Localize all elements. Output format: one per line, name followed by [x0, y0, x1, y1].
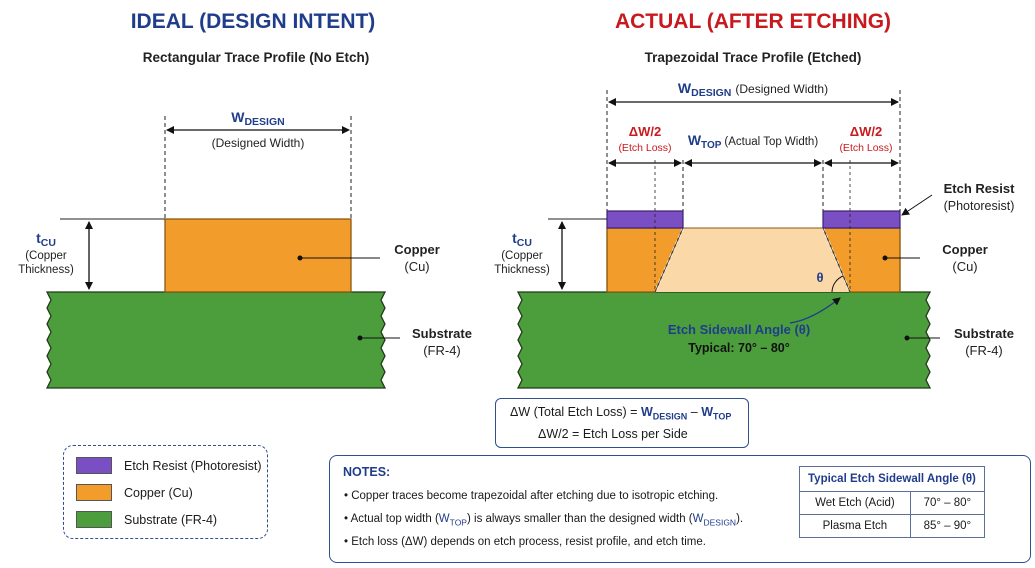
actual-sidewall-label-1: Etch Sidewall Angle (θ)	[668, 322, 810, 337]
legend-swatch-resist	[76, 457, 112, 474]
ideal-thickness-label: tCU	[36, 230, 56, 249]
ideal-copper-trace	[164, 218, 352, 293]
actual-width-label: WDESIGN(Designed Width)	[678, 80, 828, 99]
formula-minus: –	[687, 405, 702, 419]
actual-sidewall-right-edge	[822, 227, 851, 293]
etch-loss-formula-line-2: ΔW/2 = Etch Loss per Side	[538, 427, 688, 441]
ideal-title: IDEAL (DESIGN INTENT)	[131, 10, 376, 33]
actual-substrate	[516, 291, 932, 389]
table-cell-angle: 70° – 80°	[909, 491, 985, 515]
actual-substrate-label-2: (FR-4)	[965, 343, 1003, 358]
table-header-row: Typical Etch Sidewall Angle (θ)	[799, 466, 985, 492]
actual-thickness-desc-1: (Copper	[501, 250, 543, 262]
actual-resist-label-1: Etch Resist	[944, 181, 1015, 196]
actual-dw2-right-label: ΔW/2	[850, 124, 882, 139]
ideal-copper-label-2: (Cu)	[404, 259, 429, 274]
actual-substrate-callout-dot	[904, 335, 910, 341]
actual-copper-callout-dot	[882, 255, 888, 261]
ideal-thickness-desc-2: Thickness)	[18, 264, 74, 276]
actual-sidewall-left-edge	[654, 227, 684, 293]
legend-label-copper: Copper (Cu)	[124, 485, 193, 500]
legend-label-resist: Etch Resist (Photoresist)	[124, 458, 262, 473]
actual-dw2-left-desc: (Etch Loss)	[618, 142, 671, 154]
table-header: Typical Etch Sidewall Angle (θ)	[799, 466, 985, 492]
legend-label-substrate: Substrate (FR-4)	[124, 512, 218, 527]
legend-swatch-copper	[76, 484, 112, 501]
actual-dw2-left-label: ΔW/2	[629, 124, 661, 139]
actual-substrate-label-1: Substrate	[954, 326, 1014, 341]
ideal-subtitle: Rectangular Trace Profile (No Etch)	[143, 50, 370, 65]
etch-loss-formula-line-1: ΔW (Total Etch Loss) = WDESIGN – WTOP	[510, 405, 731, 422]
note-2: • Actual top width (WTOP) is always smal…	[344, 513, 744, 528]
actual-copper-label-2: (Cu)	[952, 259, 977, 274]
note-1: • Copper traces become trapezoidal after…	[344, 490, 719, 502]
actual-thickness-desc-2: Thickness)	[494, 264, 550, 276]
actual-dw2-right-desc: (Etch Loss)	[839, 142, 892, 154]
actual-copper-label-1: Copper	[942, 242, 988, 257]
actual-resist-left	[606, 210, 684, 229]
legend-item-substrate: Substrate (FR-4)	[76, 511, 217, 528]
table-cell-process: Wet Etch (Acid)	[799, 491, 911, 515]
ideal-width-desc: (Designed Width)	[212, 136, 305, 150]
formula-prefix: ΔW (Total Etch Loss) =	[510, 405, 641, 419]
actual-sidewall-callout-arrow	[789, 297, 841, 324]
note-3: • Etch loss (ΔW) depends on etch process…	[344, 536, 706, 548]
legend-item-copper: Copper (Cu)	[76, 484, 193, 501]
table-row: Wet Etch (Acid)70° – 80°	[799, 491, 985, 515]
notes-title: NOTES:	[343, 465, 391, 479]
formula-w-design: WDESIGN	[640, 405, 688, 422]
etch-angle-table: Typical Etch Sidewall Angle (θ) Wet Etch…	[799, 466, 985, 538]
actual-resist-label-2: (Photoresist)	[944, 199, 1015, 213]
ideal-substrate-callout-dot	[357, 335, 363, 341]
legend-swatch-substrate	[76, 511, 112, 528]
actual-sidewall-label-2: Typical: 70° – 80°	[688, 341, 789, 355]
actual-theta-arc	[831, 275, 844, 293]
actual-top-width-label: WTOP(Actual Top Width)	[688, 132, 819, 151]
ideal-copper-callout-dot	[297, 255, 303, 261]
ideal-width-label: WDESIGN	[231, 109, 284, 128]
ideal-substrate-label-1: Substrate	[412, 326, 472, 341]
ideal-substrate-label-2: (FR-4)	[423, 343, 461, 358]
actual-resist-right	[822, 210, 901, 229]
actual-subtitle: Trapezoidal Trace Profile (Etched)	[645, 50, 862, 65]
legend: Etch Resist (Photoresist) Copper (Cu) Su…	[63, 445, 268, 539]
actual-resist-callout-line	[901, 194, 933, 216]
actual-theta-symbol: θ	[816, 270, 823, 285]
ideal-copper-label-1: Copper	[394, 242, 440, 257]
ideal-substrate	[45, 291, 387, 389]
etch-loss-formula-box: ΔW (Total Etch Loss) = WDESIGN – WTOP ΔW…	[495, 398, 749, 448]
notes-panel: NOTES: • Copper traces become trapezoida…	[329, 455, 1031, 563]
ideal-thickness-desc-1: (Copper	[25, 250, 67, 262]
actual-title: ACTUAL (AFTER ETCHING)	[615, 10, 891, 33]
table-cell-process: Plasma Etch	[799, 514, 911, 538]
actual-thickness-label: tCU	[512, 230, 532, 249]
formula-w-top: WTOP	[701, 405, 732, 422]
legend-item-resist: Etch Resist (Photoresist)	[76, 457, 262, 474]
table-cell-angle: 85° – 90°	[909, 514, 985, 538]
